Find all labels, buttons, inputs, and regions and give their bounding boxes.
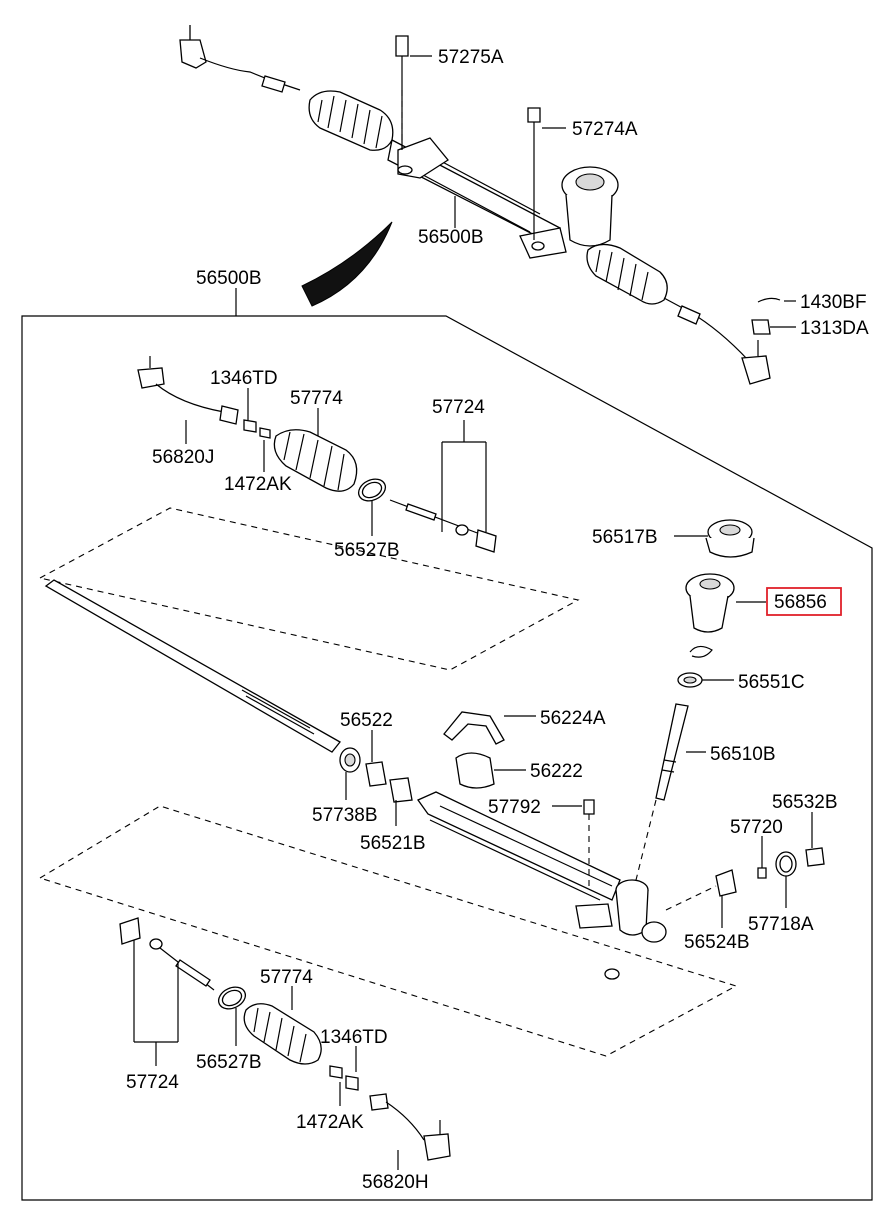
label-56521B: 56521B — [360, 833, 426, 854]
label-56517B: 56517B — [592, 527, 658, 548]
label-56222: 56222 — [530, 761, 583, 782]
label-56551C: 56551C — [738, 672, 805, 693]
label-56820J: 56820J — [152, 447, 214, 468]
label-57720: 57720 — [730, 817, 783, 838]
label-57718A: 57718A — [748, 914, 814, 935]
label-56527B-bot: 56527B — [196, 1052, 262, 1073]
label-56856: 56856 — [774, 592, 827, 613]
label-57275A: 57275A — [438, 47, 504, 68]
part-labels: 57275A 57274A 56500B 56500B 1430BF 1313D… — [126, 47, 869, 1193]
label-1430BF: 1430BF — [800, 292, 867, 313]
assembly-arrow — [301, 221, 393, 307]
label-57792: 57792 — [488, 797, 541, 818]
label-1346TD-bot: 1346TD — [320, 1027, 388, 1048]
top-leaders — [410, 55, 796, 328]
highlight-box-56856 — [766, 587, 842, 616]
label-1472AK-bot: 1472AK — [296, 1112, 364, 1133]
label-57724-top: 57724 — [432, 397, 485, 418]
label-57738B: 57738B — [312, 805, 378, 826]
exploded-parts — [38, 356, 825, 1161]
label-56527B-top: 56527B — [334, 540, 400, 561]
label-1472AK-top: 1472AK — [224, 474, 292, 495]
label-57774-top: 57774 — [290, 388, 343, 409]
label-56500B-top: 56500B — [418, 227, 484, 248]
label-56510B: 56510B — [710, 744, 776, 765]
exploded-frame — [21, 288, 873, 1201]
exploded-leaders — [155, 388, 813, 1170]
label-56522: 56522 — [340, 710, 393, 731]
label-56820H: 56820H — [362, 1172, 429, 1193]
label-56524B: 56524B — [684, 932, 750, 953]
label-56224A: 56224A — [540, 708, 606, 729]
label-57274A: 57274A — [572, 119, 638, 140]
label-56500B-frame: 56500B — [196, 268, 262, 289]
label-57724-bot: 57724 — [126, 1072, 179, 1093]
label-1313DA: 1313DA — [800, 318, 869, 339]
complete-gear-assembly — [179, 25, 781, 385]
label-57774-bot: 57774 — [260, 967, 313, 988]
label-1346TD-top: 1346TD — [210, 368, 278, 389]
label-56532B: 56532B — [772, 792, 838, 813]
